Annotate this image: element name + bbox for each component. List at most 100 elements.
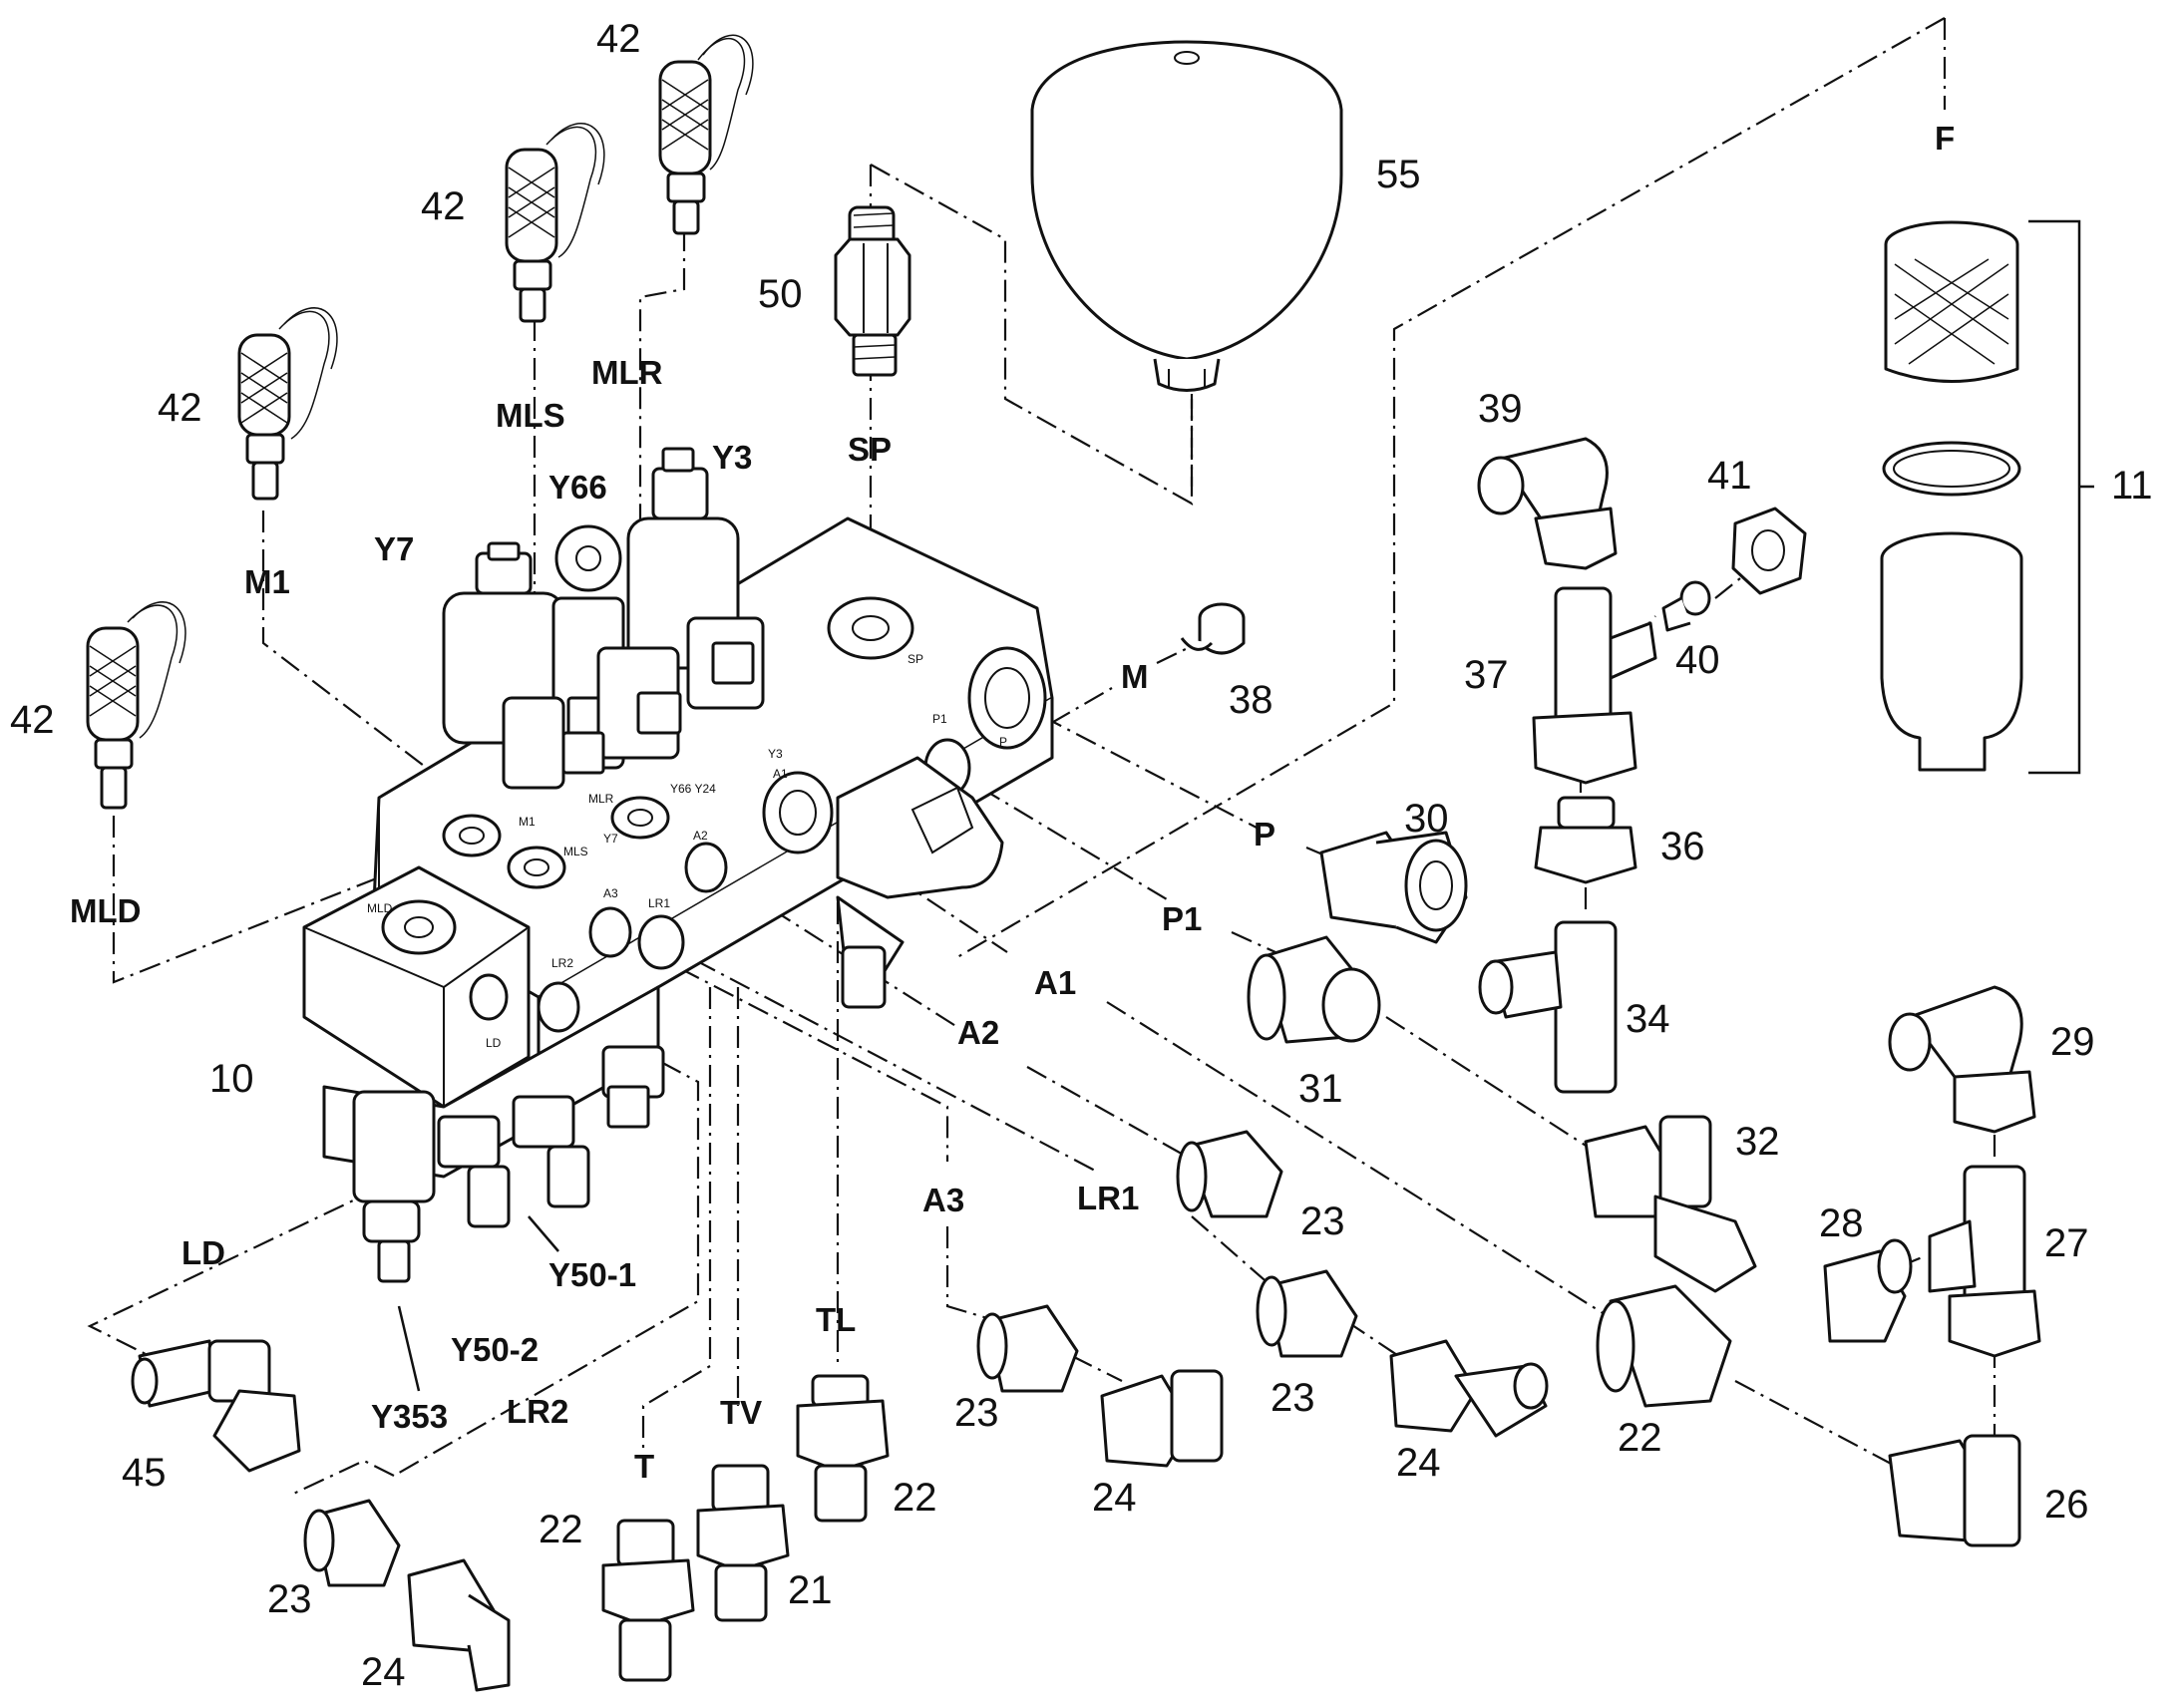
part-number-label: 45 [122,1451,167,1495]
block-marking: A1 [773,767,788,781]
block-marking: A3 [603,886,618,900]
port-label: LD [182,1234,225,1271]
port-label: Y50-2 [451,1331,539,1368]
part-number-label: 27 [2044,1221,2089,1265]
fitting-21-tv [696,1464,790,1622]
block-marking: M1 [519,815,536,829]
part-number-label: 42 [596,17,641,61]
port-label: Y50-1 [548,1256,636,1293]
part-number-labels: 42 42 42 42 55 50 39 41 11 37 40 38 30 3… [10,17,2153,1694]
elbow-24-lr1 [1389,1339,1549,1438]
part-number-label: 42 [158,386,202,430]
port-label: Y3 [712,439,752,476]
block-marking: Y66 Y24 [670,782,716,796]
part-number-label: 29 [2050,1020,2095,1064]
part-number-label: 26 [2044,1483,2089,1527]
part-number-label: 23 [954,1391,999,1435]
part-number-label: 34 [1626,997,1670,1041]
port-label: P [1254,816,1275,853]
part-number-label: 40 [1675,638,1720,682]
port-label: M [1121,658,1149,695]
fitting-36 [1534,796,1637,884]
port-label: A1 [1034,964,1076,1001]
test-coupling-mls [505,123,605,323]
elbow-24-lr2 [407,1558,511,1692]
fitting-22-a1 [1596,1284,1732,1408]
port-label: Y353 [371,1398,448,1435]
part-number-label: 42 [10,698,55,742]
valve-block [302,447,1054,1283]
port-label: Y7 [374,530,414,567]
part-number-label: 32 [1735,1120,1780,1164]
part-number-label: 42 [421,184,466,228]
fitting-31 [1247,935,1381,1044]
test-coupling-m1 [237,307,338,501]
part-number-label: 50 [758,272,803,316]
elbow-24-a3 [1100,1369,1224,1468]
part-number-label: 23 [1271,1376,1315,1420]
tee-27 [1928,1165,2041,1358]
port-label: LR2 [507,1393,568,1430]
block-marking: A2 [693,829,708,843]
port-label: MLS [496,397,565,434]
port-label: A3 [922,1182,964,1218]
test-coupling-mld [86,601,186,810]
block-marking: LD [486,1036,502,1050]
block-marking: SP [908,652,923,666]
elbow-29 [1888,985,2036,1134]
block-marking: LR1 [648,896,670,910]
fitting-23-lr1 [1256,1269,1358,1358]
part-number-label: 30 [1404,797,1449,841]
port-label: F [1935,120,1955,157]
part-number-label: 21 [788,1568,833,1612]
part-number-label: 22 [539,1508,583,1551]
part-number-label: 23 [267,1577,312,1621]
part-number-label: 23 [1300,1199,1345,1243]
block-marking: Y3 [768,747,783,761]
part-number-label: 22 [893,1476,937,1520]
part-number-label: 41 [1707,454,1752,498]
block-marking: P1 [932,712,947,726]
port-label: T [634,1448,654,1485]
tee-37 [1532,586,1657,785]
tee-34 [1478,920,1618,1094]
test-coupling-mlr [658,34,754,235]
port-labels: MLR MLS M1 MLD Y7 Y66 Y3 SP F M P P1 A1 … [70,120,1955,1485]
part-number-label: 31 [1298,1067,1343,1111]
port-label: P1 [1162,900,1202,937]
fitting-23-a2 [1176,1130,1283,1218]
accumulator-tank [1030,40,1343,392]
part-number-label: 24 [361,1650,406,1694]
fitting-45 [131,1339,301,1473]
part-number-label: 10 [209,1057,254,1101]
part-number-label: 24 [1396,1441,1441,1485]
fitting-23-lr2 [303,1499,401,1587]
nipple-40 [1661,580,1711,632]
part-number-label: 22 [1618,1416,1662,1460]
part-number-label: 37 [1464,653,1509,697]
port-label: MLD [70,892,141,929]
part-number-label: 36 [1660,825,1705,868]
fitting-22-t [601,1519,695,1682]
fitting-23-a3 [976,1304,1079,1393]
elbow-39 [1477,437,1618,570]
part-number-label: 38 [1229,678,1273,722]
block-markings: SP P P1 Y3 A1 A2 A3 LR1 LR2 LD MLD MLS M… [367,652,1007,1050]
block-marking: MLR [588,792,614,806]
coupling-30 [1319,831,1468,944]
plug-38 [1180,602,1246,655]
port-label: LR1 [1077,1180,1139,1216]
part-number-label: 55 [1376,153,1421,196]
part-number-label: 11 [2111,464,2153,508]
block-marking: Y7 [603,832,618,846]
nut-41 [1731,507,1807,595]
fitting-28 [1823,1238,1913,1343]
block-marking: MLD [367,901,393,915]
part-number-label: 24 [1092,1476,1137,1520]
block-marking: MLS [563,845,588,858]
pressure-switch [834,205,911,377]
block-marking: P [999,735,1007,749]
port-label: TL [816,1301,856,1338]
elbow-26 [1888,1434,2021,1547]
